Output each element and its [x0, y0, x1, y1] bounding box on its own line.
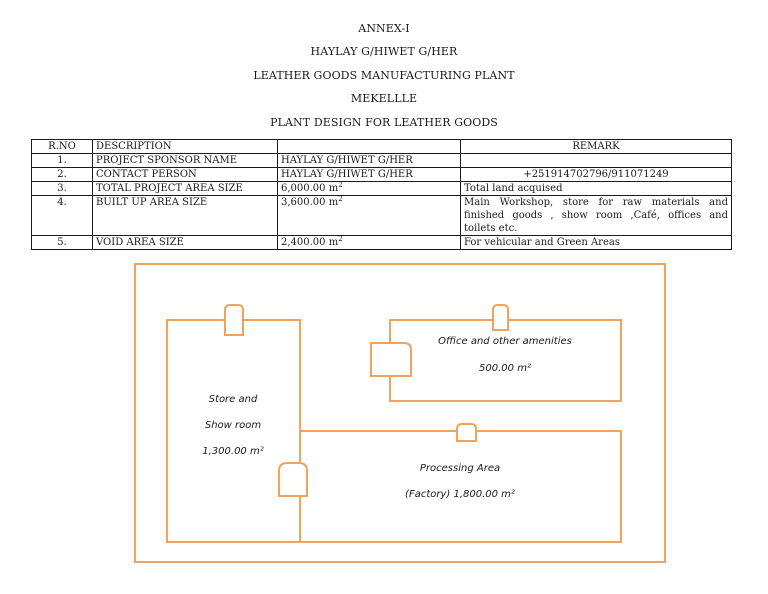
- processing-building: [299, 430, 622, 543]
- store-building: [166, 319, 301, 543]
- office-door-top: [492, 304, 509, 331]
- unit-superscript: 2: [338, 181, 343, 189]
- row-value: 3,600.00 m: [281, 197, 339, 208]
- office-building: [389, 319, 622, 402]
- table-row: 4. BUILT UP AREA SIZE 3,600.00 m2 Main W…: [31, 195, 732, 236]
- store-label-line1: Store and: [209, 394, 258, 405]
- row-remark: Main Workshop, store for raw materials a…: [460, 195, 732, 236]
- table-row: 2. CONTACT PERSON HAYLAY G/HIWET G/HER +…: [31, 167, 732, 182]
- connecting-door: [278, 462, 308, 497]
- row-description: BUILT UP AREA SIZE: [92, 195, 278, 236]
- office-area-label: 500.00 m²: [479, 363, 531, 374]
- unit-superscript: 2: [338, 195, 343, 203]
- annex-heading: ANNEX-I: [358, 22, 410, 35]
- processing-door: [456, 423, 477, 442]
- sponsor-heading: HAYLAY G/HIWET G/HER: [310, 45, 458, 58]
- office-label: Office and other amenities: [438, 336, 572, 347]
- row-value: 6,000.00 m: [281, 183, 339, 194]
- row-value-cell: 3,600.00 m2: [277, 195, 461, 236]
- table-row: 3. TOTAL PROJECT AREA SIZE 6,000.00 m2 T…: [31, 181, 732, 196]
- design-heading: PLANT DESIGN FOR LEATHER GOODS: [270, 116, 498, 129]
- row-number: 4.: [31, 195, 93, 236]
- plan-doors: [224, 304, 509, 497]
- plan-lines: [134, 263, 666, 563]
- store-label-line2: Show room: [205, 420, 262, 431]
- row-remark: For vehicular and Green Areas: [460, 235, 732, 250]
- processing-label: Processing Area: [420, 463, 500, 474]
- processing-area-label: (Factory) 1,800.00 m²: [405, 489, 515, 500]
- row-value-cell: 2,400.00 m2: [277, 235, 461, 250]
- row-value: 2,400.00 m: [281, 237, 339, 248]
- project-info-table: R.NO DESCRIPTION REMARK 1. PROJECT SPONS…: [31, 139, 732, 250]
- table-row: 5. VOID AREA SIZE 2,400.00 m2 For vehicu…: [31, 235, 732, 250]
- row-number: 5.: [31, 235, 93, 250]
- store-area-label: 1,300.00 m²: [202, 446, 263, 457]
- store-door: [224, 304, 244, 336]
- office-door-side: [370, 342, 412, 377]
- unit-superscript: 2: [338, 235, 343, 243]
- site-boundary: [134, 263, 666, 563]
- plant-heading: LEATHER GOODS MANUFACTURING PLANT: [253, 69, 515, 82]
- city-heading: MEKELLLE: [350, 92, 418, 105]
